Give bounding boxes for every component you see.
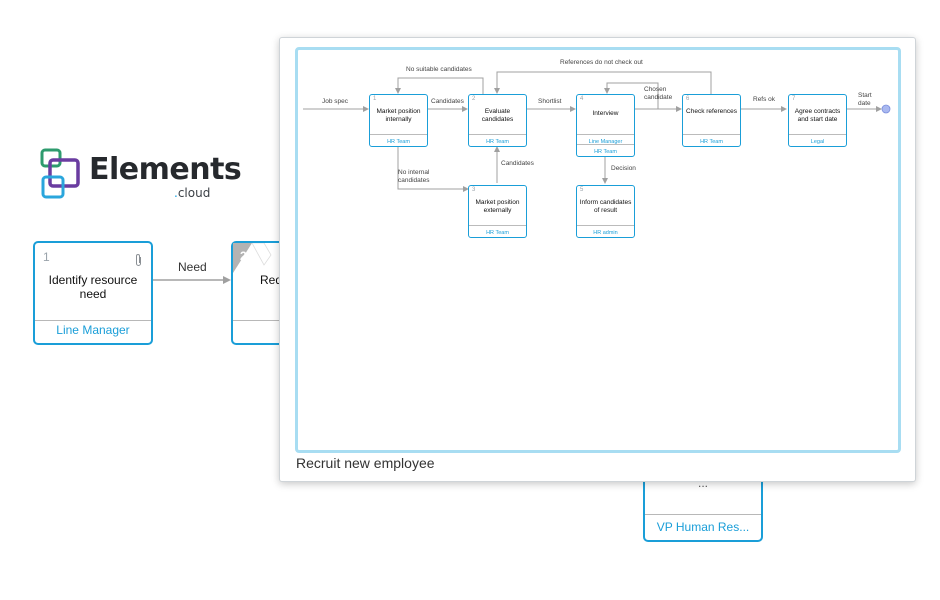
popup-caption: Recruit new employee (296, 455, 435, 471)
step-number: 2 (240, 249, 247, 263)
process-step-identify-resource-need[interactable]: 1 Identify resource need Line Manager (33, 241, 153, 345)
flow-label-no-suitable-candidates: No suitable candidates (406, 66, 472, 73)
step-owner: Line Manager (56, 323, 130, 337)
step-number: 1 (43, 250, 50, 264)
step-divider (370, 134, 427, 135)
step-number: 1 (373, 96, 377, 102)
step-owner: HR admin (593, 230, 618, 236)
subprocess-step-market-position-internally[interactable]: 1 Market position internally HR Team (369, 94, 428, 147)
flow-label-refs-ok: Refs ok (753, 96, 776, 103)
elements-cloud-logo: Elements .cloud (40, 148, 242, 204)
step-owner-secondary: HR Team (594, 149, 617, 155)
step-owner: HR Team (387, 139, 410, 145)
flow-label-chosen-candidate: Chosen candidate (644, 86, 673, 101)
step-title: Check references (686, 108, 737, 115)
step-owner: HR Team (486, 230, 509, 236)
step-owner: HR Team (700, 139, 723, 145)
step-title: Identify resource need (48, 273, 138, 301)
step-divider (35, 320, 151, 321)
step-number: 3 (472, 187, 476, 193)
step-owner: VP Human Res... (656, 520, 750, 534)
step-owner: Legal (810, 139, 825, 145)
subprocess-diagram-canvas[interactable]: 1 Market position internally HR Team 2 E… (295, 47, 901, 453)
step-title: Inform candidates of result (579, 199, 632, 214)
step-title: Evaluate candidates (481, 108, 514, 123)
step-title: Market position internally (376, 108, 421, 123)
step-divider (577, 134, 634, 135)
step-divider-2 (577, 144, 634, 145)
subprocess-step-check-references[interactable]: 6 Check references HR Team (682, 94, 741, 147)
subprocess-step-inform-candidates[interactable]: 5 Inform candidates of result HR admin (576, 185, 635, 238)
step-owner: Line Manager (588, 139, 623, 145)
elements-logo-mark-icon (40, 148, 80, 199)
step-owner: HR Team (486, 139, 509, 145)
subprocess-step-agree-contracts[interactable]: 7 Agree contracts and start date Legal (788, 94, 847, 147)
step-title: Interview (592, 110, 619, 117)
step-divider (469, 134, 526, 135)
subprocess-step-market-position-externally[interactable]: 3 Market position externally HR Team (468, 185, 527, 238)
flow-label-no-internal-candidates: No internal candidates (398, 169, 430, 184)
step-number: 6 (686, 96, 690, 102)
step-number: 4 (580, 96, 584, 102)
subprocess-step-evaluate-candidates[interactable]: 2 Evaluate candidates HR Team (468, 94, 527, 147)
step-divider (789, 134, 846, 135)
subprocess-preview-popup[interactable]: 1 Market position internally HR Team 2 E… (279, 37, 916, 482)
logo-suffix: .cloud (174, 186, 211, 200)
step-number: 7 (792, 96, 796, 102)
step-title: ... (697, 476, 708, 490)
step-corner-badge-icon (233, 243, 272, 273)
logo-wordmark: Elements (89, 152, 242, 187)
flow-label-start-date: Start date (858, 92, 872, 107)
flow-label-references-do-not-check-out: References do not check out (560, 59, 643, 66)
attachment-paperclip-icon[interactable] (134, 253, 143, 267)
step-divider (577, 225, 634, 226)
step-title: Market position externally (475, 199, 520, 214)
step-divider (469, 225, 526, 226)
step-divider (683, 134, 740, 135)
step-title: Agree contracts and start date (794, 108, 841, 123)
connector-lines (303, 71, 891, 192)
flow-label-job-spec: Job spec (322, 98, 349, 105)
flow-label-shortlist: Shortlist (538, 98, 562, 105)
flow-label-candidates-external: Candidates (501, 160, 534, 167)
flow-label-need: Need (178, 260, 207, 274)
step-number: 2 (472, 96, 476, 102)
end-event-icon (881, 104, 891, 114)
step-number: 5 (580, 187, 584, 193)
flow-label-candidates: Candidates (431, 98, 464, 105)
subprocess-step-interview[interactable]: 4 Interview Line Manager HR Team (576, 94, 635, 157)
step-divider (645, 514, 761, 515)
flow-label-decision: Decision (611, 165, 636, 172)
